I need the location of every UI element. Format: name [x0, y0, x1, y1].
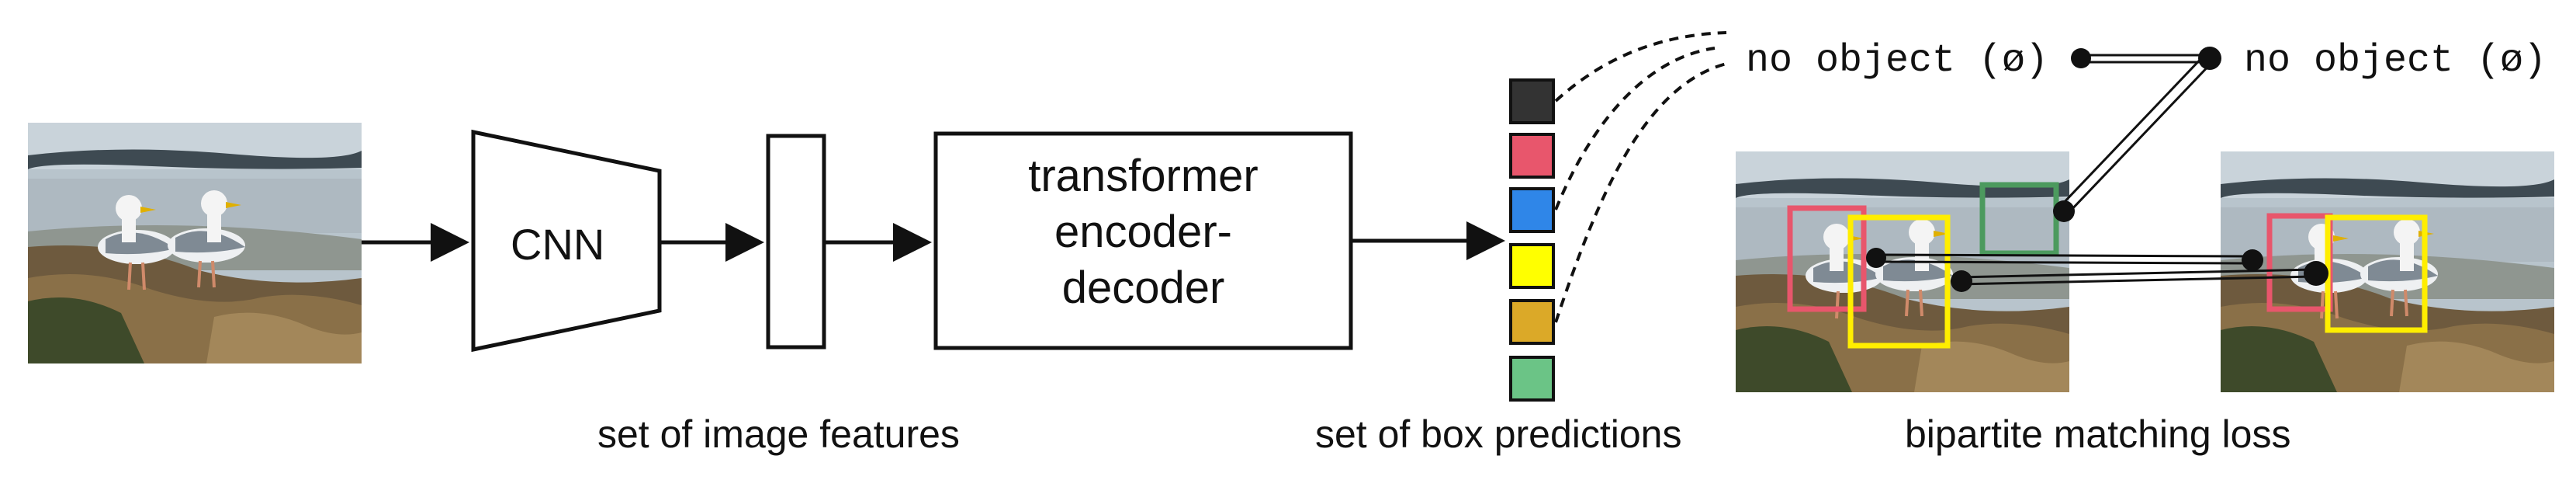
- transformer-label-1: transformer: [1028, 151, 1259, 201]
- left-red-box: [1787, 205, 1867, 312]
- dashed-link-1: [1554, 31, 1727, 103]
- left-green-box: [1979, 182, 2059, 256]
- prediction-box-1: [1509, 78, 1555, 124]
- caption-image-features: set of image features: [597, 412, 960, 456]
- red-right-dot: [2242, 249, 2263, 271]
- red-left-dot: [1866, 248, 1886, 268]
- yellow-left-dot: [1951, 270, 1972, 292]
- cnn-label: CNN: [511, 220, 605, 269]
- image-features-block: [766, 134, 826, 350]
- box-predictions: [1509, 78, 1555, 402]
- prediction-box-6: [1509, 356, 1555, 402]
- transformer-label-3: decoder: [1061, 263, 1225, 313]
- cnn-block: [471, 129, 662, 353]
- prediction-box-5: [1509, 299, 1555, 345]
- input-image: [26, 121, 363, 365]
- caption-box-predictions: set of box predictions: [1315, 412, 1682, 456]
- prediction-box-3: [1509, 187, 1555, 233]
- no-object-label-left: no object (ø): [1746, 39, 2049, 83]
- green-match-dot: [2053, 200, 2075, 222]
- caption-matching-loss: bipartite matching loss: [1905, 412, 2291, 456]
- prediction-box-4: [1509, 243, 1555, 289]
- no-object-right-dot: [2198, 47, 2221, 70]
- yellow-right-dot: [2304, 261, 2328, 286]
- no-object-left-dot: [2071, 48, 2091, 68]
- left-yellow-box: [1847, 214, 1951, 349]
- dashed-link-2: [1554, 47, 1716, 210]
- transformer-label-2: encoder-: [1054, 207, 1232, 257]
- dashed-link-3: [1554, 62, 1727, 323]
- prediction-box-2: [1509, 133, 1555, 179]
- no-object-label-right: no object (ø): [2244, 39, 2547, 83]
